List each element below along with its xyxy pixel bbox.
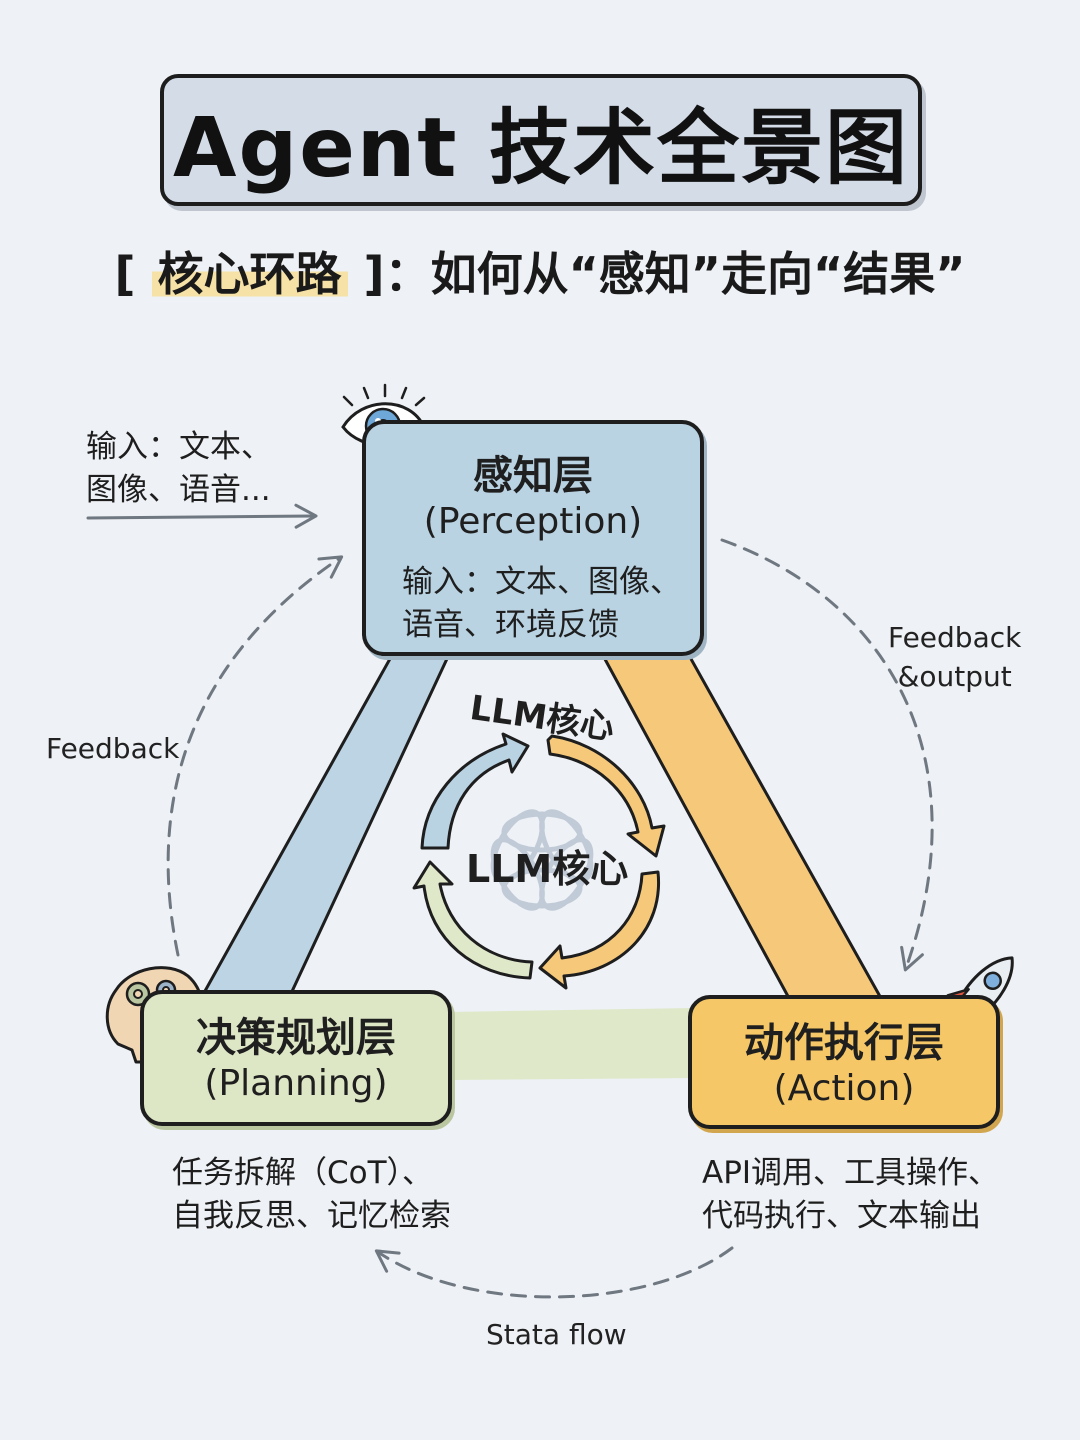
feedback-right-line1: Feedback xyxy=(888,621,1022,654)
core-cycle xyxy=(412,732,666,990)
planning-title: 决策规划层 xyxy=(196,1015,396,1061)
input-note: 输入：文本、 图像、语音... xyxy=(86,426,272,512)
cycle-arrow-orange-top xyxy=(546,734,666,858)
openai-logo-icon xyxy=(490,809,594,911)
action-desc: API调用、工具操作、 代码执行、文本输出 xyxy=(702,1152,999,1238)
action-title: 动作执行层 xyxy=(744,1020,944,1066)
feedback-right-label: Feedback &output xyxy=(888,618,1021,696)
feedback-right-arrow xyxy=(720,538,934,972)
perception-subtitle: (Perception) xyxy=(423,501,643,542)
input-note-line2: 图像、语音... xyxy=(86,471,271,508)
planning-box: 决策规划层 (Planning) xyxy=(140,990,452,1126)
perception-desc-line2: 语音、环境反馈 xyxy=(402,606,619,643)
subtitle-rest: ]：如何从“感知”走向“结果” xyxy=(347,247,966,301)
planning-desc-line2: 自我反思、记忆检索 xyxy=(172,1197,451,1234)
perception-box: 感知层 (Perception) 输入：文本、图像、 语音、环境反馈 xyxy=(362,420,704,656)
cycle-arrow-orange-bottom xyxy=(538,870,661,990)
feedback-right-line2: &output xyxy=(897,660,1012,694)
state-flow-label: Stata flow xyxy=(486,1318,627,1351)
input-note-line1: 输入：文本、 xyxy=(86,429,272,465)
input-arrow xyxy=(86,503,318,529)
subtitle-bracket: [ xyxy=(114,247,152,301)
page-title: Agent 技术全景图 xyxy=(160,74,922,206)
perception-desc: 输入：文本、图像、 语音、环境反馈 xyxy=(402,561,700,647)
action-desc-line2: 代码执行、文本输出 xyxy=(702,1197,981,1234)
subtitle-highlight: 核心环路 xyxy=(151,247,348,301)
action-subtitle: (Action) xyxy=(773,1068,915,1109)
feedback-left-label: Feedback xyxy=(46,732,180,765)
band-planning-action xyxy=(450,1008,692,1080)
planning-subtitle: (Planning) xyxy=(204,1063,388,1104)
feedback-left-arrow xyxy=(166,555,344,957)
cycle-arrow-green xyxy=(412,860,534,980)
action-box: 动作执行层 (Action) xyxy=(688,995,1000,1129)
page-subtitle: [ 核心环路 ]：如何从“感知”走向“结果” xyxy=(0,238,1080,304)
perception-desc-line1: 输入：文本、图像、 xyxy=(402,564,681,601)
perception-title: 感知层 xyxy=(473,453,593,499)
triangle-connectors xyxy=(197,646,885,1080)
band-perception-planning xyxy=(197,646,455,1002)
planning-desc: 任务拆解（CoT）、 自我反思、记忆检索 xyxy=(172,1152,451,1238)
core-center-label: LLM核心 xyxy=(466,847,629,891)
state-flow-arrow xyxy=(374,1246,734,1299)
action-desc-line1: API调用、工具操作、 xyxy=(702,1155,1000,1191)
cycle-arrow-blue xyxy=(420,732,530,850)
planning-desc-line1: 任务拆解（CoT）、 xyxy=(172,1155,434,1191)
